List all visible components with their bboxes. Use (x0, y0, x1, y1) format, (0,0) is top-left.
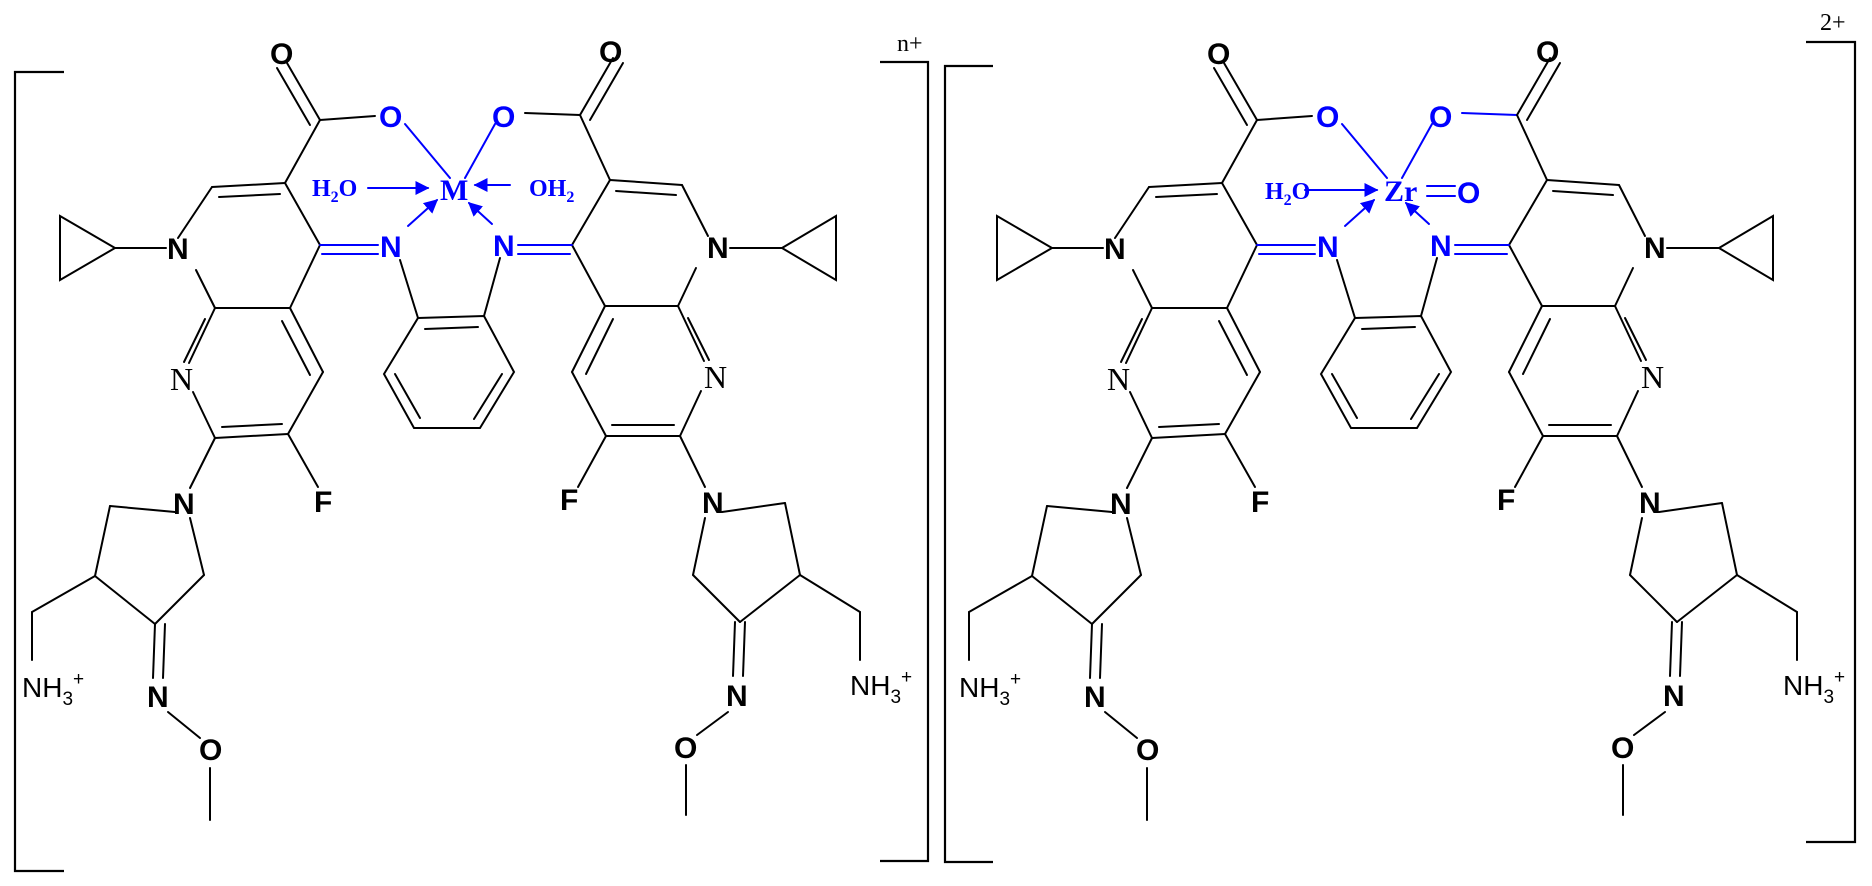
oxime-n-4: N (1663, 680, 1685, 713)
imine-n-4: N (1430, 230, 1452, 263)
ester-o-3: O (1316, 101, 1339, 134)
left-bracket-open (13, 70, 64, 873)
fluorine-2: F (560, 484, 578, 517)
ring-n-4: N (1644, 232, 1666, 265)
right-bracket-open (943, 64, 993, 864)
fluorine-1: F (314, 486, 332, 519)
pyridine-n-2: N (704, 359, 727, 395)
carbonyl-o-1: O (270, 38, 293, 71)
oh2-right-1: OH2 (529, 176, 574, 206)
ammonium-2: NH3+ (850, 667, 912, 708)
metal-zr: Zr (1384, 175, 1417, 208)
pyridine-n-4: N (1641, 359, 1664, 395)
oxo-o: O (1457, 177, 1480, 210)
h2o-left-1: H2O (312, 176, 357, 206)
fluorine-3: F (1251, 486, 1269, 519)
methoxy-o-3: O (1136, 734, 1159, 767)
ring-n-2: N (707, 232, 729, 265)
ammonium-4: NH3+ (1783, 667, 1845, 708)
left-ligand-half-a (31, 62, 376, 821)
methoxy-o-2: O (674, 732, 697, 765)
ammonium-1: NH3+ (22, 669, 84, 710)
oxime-n-1: N (147, 681, 169, 714)
methoxy-o-1: O (199, 734, 222, 767)
complex-right: 2+ (943, 10, 1857, 864)
ring-n-1: N (167, 233, 189, 266)
coordination-right (1256, 123, 1510, 255)
ammonium-3: NH3+ (959, 669, 1021, 710)
methoxy-o-4: O (1611, 732, 1634, 765)
complex-left: n+ (13, 31, 930, 873)
pyrrolidine-n-1: N (173, 488, 195, 521)
pyrrolidine-n-2: N (702, 487, 724, 520)
right-bracket-close (1806, 40, 1857, 844)
charge-label-right: 2+ (1820, 10, 1846, 36)
ring-n-3: N (1104, 233, 1126, 266)
left-ligand-half-b (524, 57, 861, 816)
coordination-left (319, 123, 573, 255)
right-ligand-half-a (968, 62, 1313, 821)
fluorine-4: F (1497, 484, 1515, 517)
h2o-left-2: H2O (1265, 179, 1310, 209)
pyrrolidine-n-3: N (1110, 488, 1132, 521)
carbonyl-o-2: O (599, 36, 622, 69)
ester-o-4: O (1429, 101, 1452, 134)
pyrrolidine-n-4: N (1639, 487, 1661, 520)
oxime-n-2: N (726, 680, 748, 713)
carbonyl-o-4: O (1536, 36, 1559, 69)
imine-n-2: N (493, 230, 515, 263)
right-ligand-half-b (1461, 57, 1798, 816)
metal-m: M (440, 174, 468, 207)
imine-n-3: N (1317, 231, 1339, 264)
charge-label-left: n+ (897, 31, 923, 57)
carbonyl-o-3: O (1207, 38, 1230, 71)
ester-o-1: O (379, 101, 402, 134)
left-bracket-close (880, 60, 930, 863)
ester-o-2: O (492, 101, 515, 134)
phenylene-bridge-left (382, 257, 516, 429)
oxime-n-3: N (1084, 681, 1106, 714)
imine-n-1: N (380, 231, 402, 264)
pyridine-n-3: N (1107, 361, 1130, 397)
pyridine-n-1: N (170, 361, 193, 397)
phenylene-bridge-right (1319, 257, 1453, 429)
